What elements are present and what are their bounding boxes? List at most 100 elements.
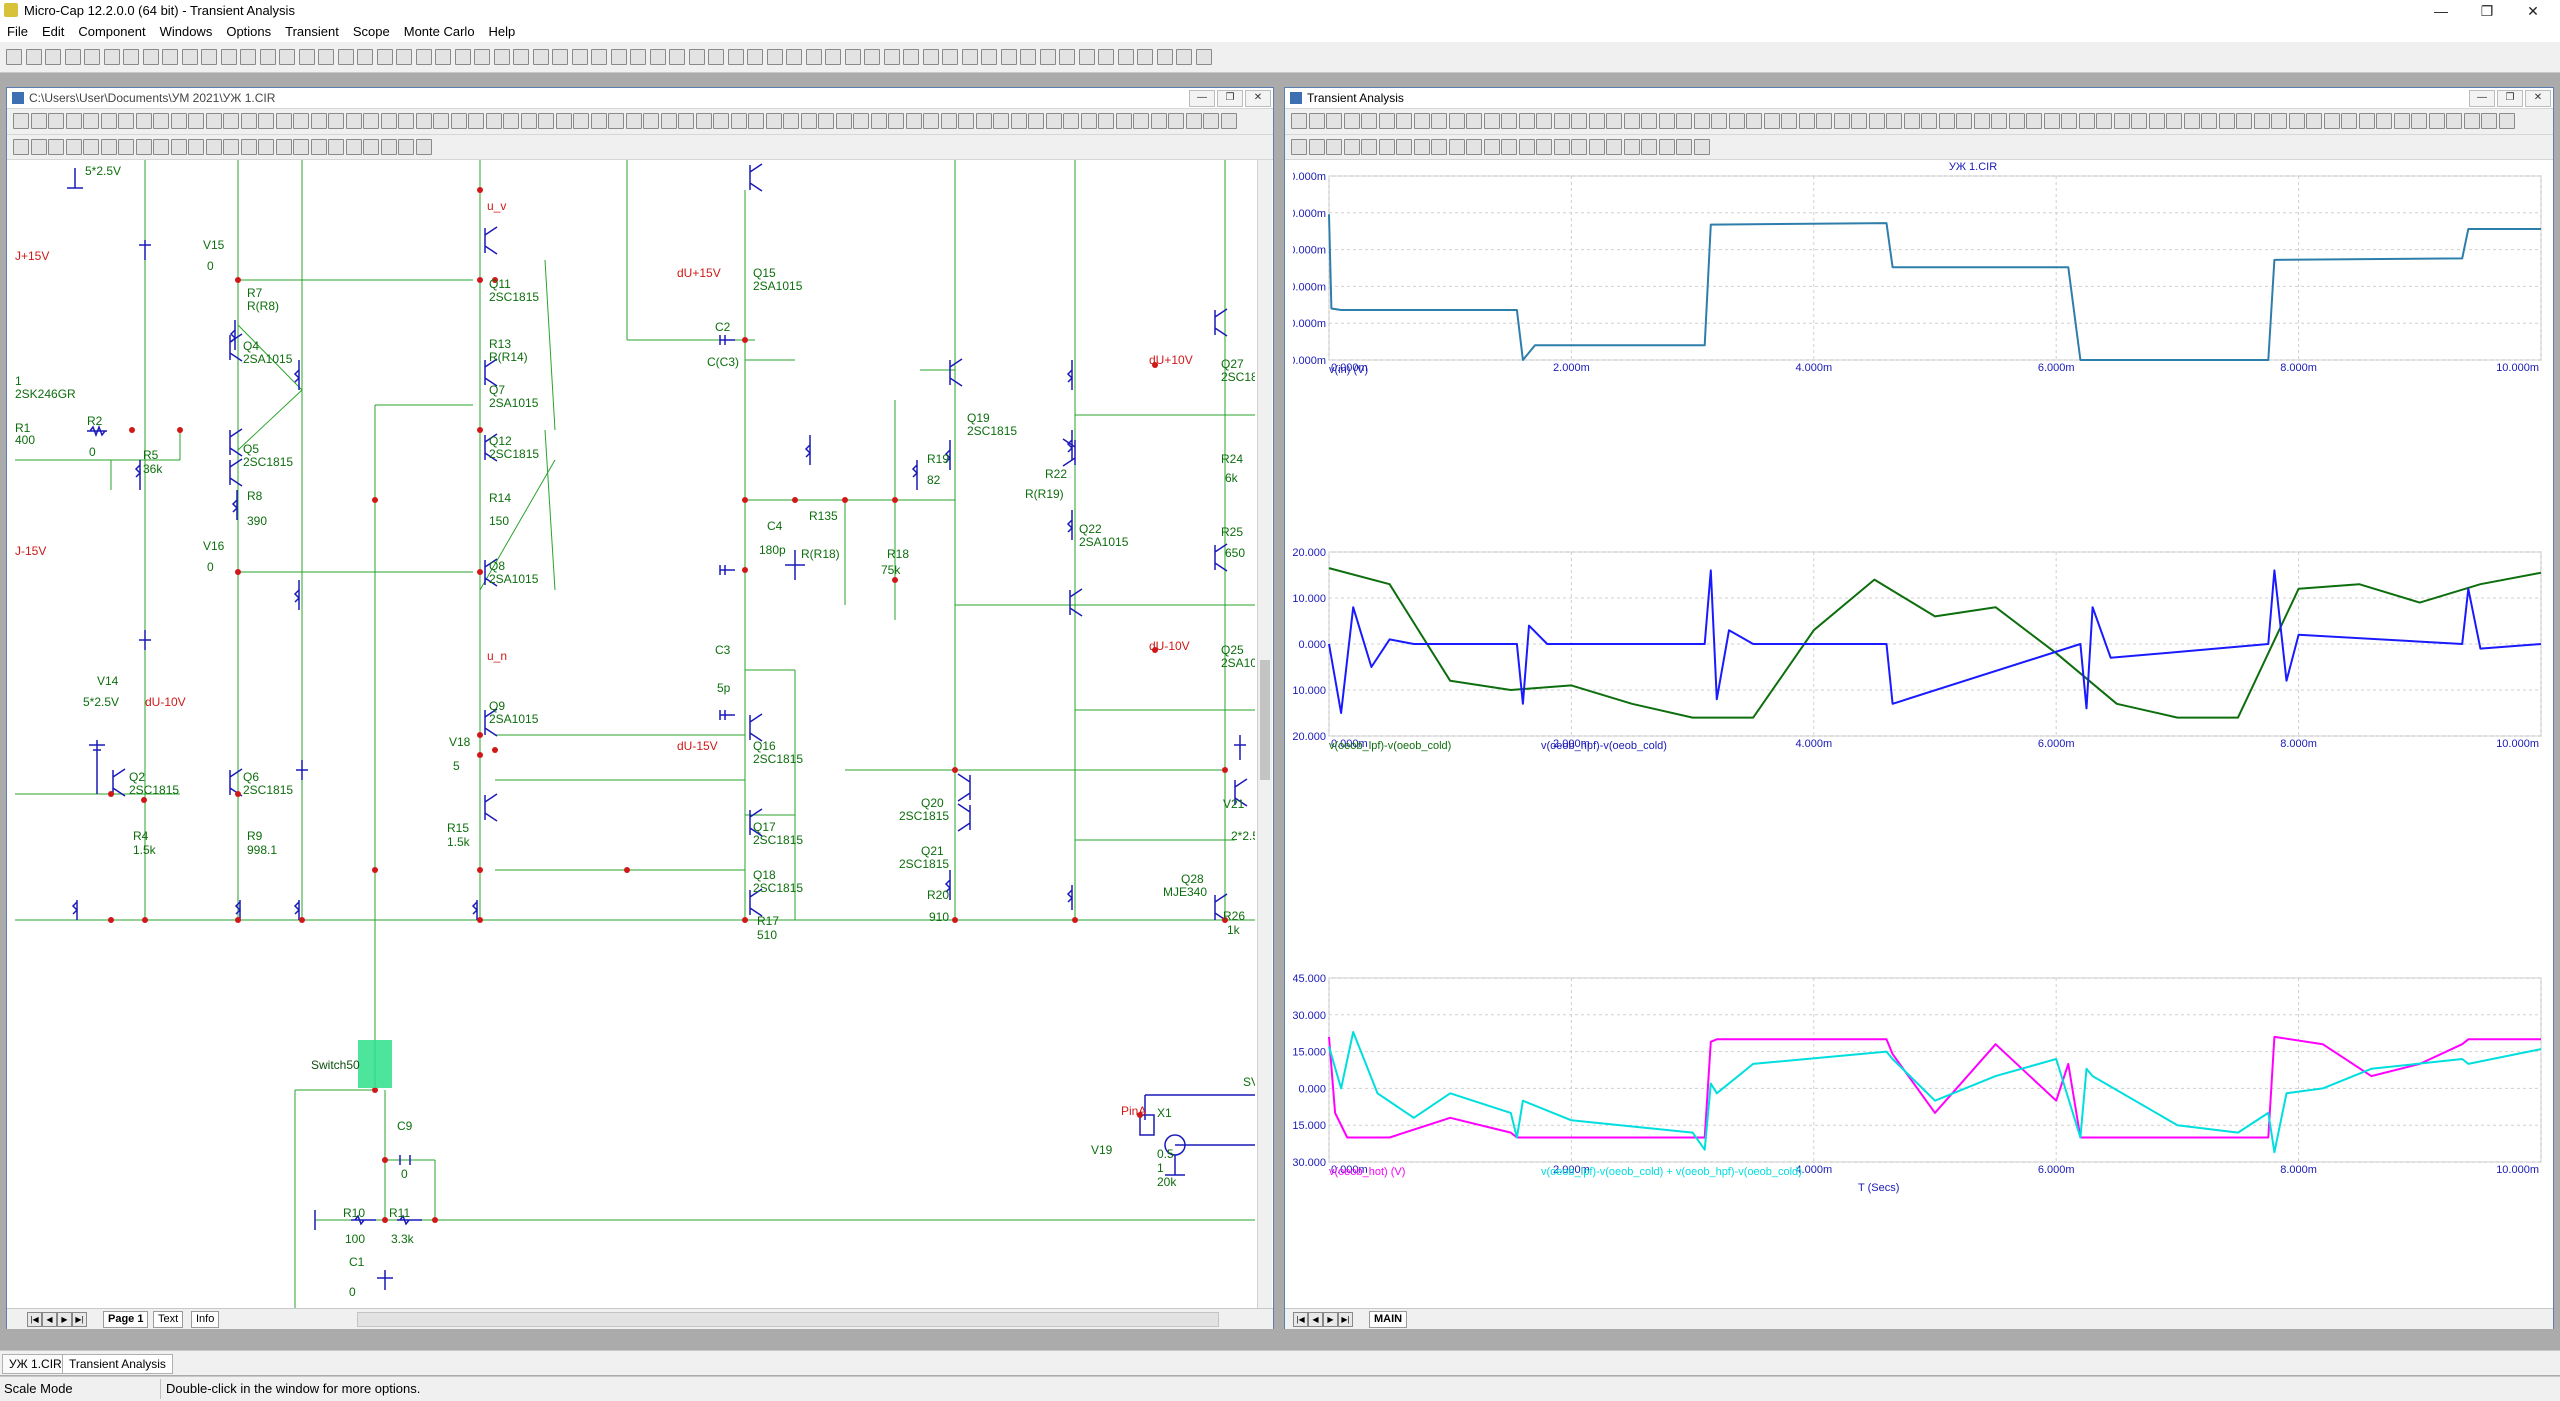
toolbar-button-icon[interactable]: [1000, 49, 1017, 65]
toolbar-button-icon[interactable]: [825, 49, 841, 65]
toolbar-button-icon[interactable]: [766, 49, 783, 65]
tab-info[interactable]: Info: [191, 1311, 220, 1328]
toolbar-button-icon[interactable]: [2026, 113, 2042, 129]
toolbar-button-icon[interactable]: [398, 139, 414, 155]
toolbar-button-icon[interactable]: [205, 113, 222, 129]
menu-edit[interactable]: Edit: [41, 24, 65, 39]
toolbar-button-icon[interactable]: [2498, 113, 2515, 129]
trace-line[interactable]: [1328, 1031, 2542, 1154]
toolbar-button-icon[interactable]: [328, 139, 344, 155]
toolbar-button-icon[interactable]: [1343, 139, 1360, 155]
toolbar-button-icon[interactable]: [513, 49, 529, 65]
toolbar-button-icon[interactable]: [643, 113, 659, 129]
toolbar-button-icon[interactable]: [1553, 139, 1570, 155]
toolbar-button-icon[interactable]: [940, 113, 957, 129]
toolbar-button-icon[interactable]: [293, 113, 309, 129]
toolbar-button-icon[interactable]: [818, 113, 834, 129]
toolbar-button-icon[interactable]: [1308, 113, 1325, 129]
toolbar-button-icon[interactable]: [1098, 49, 1114, 65]
plot-next-icon[interactable]: ▶: [1323, 1312, 1338, 1327]
toolbar-button-icon[interactable]: [493, 49, 510, 65]
next-page-icon[interactable]: ▶: [57, 1312, 72, 1327]
toolbar-button-icon[interactable]: [435, 49, 451, 65]
toolbar-button-icon[interactable]: [1676, 113, 1692, 129]
toolbar-button-icon[interactable]: [1606, 113, 1622, 129]
toolbar-button-icon[interactable]: [870, 113, 887, 129]
toolbar-button-icon[interactable]: [1343, 113, 1360, 129]
toolbar-button-icon[interactable]: [1536, 113, 1552, 129]
toolbar-button-icon[interactable]: [485, 113, 502, 129]
menu-scope[interactable]: Scope: [352, 24, 390, 39]
toolbar-button-icon[interactable]: [660, 113, 677, 129]
toolbar-button-icon[interactable]: [240, 113, 257, 129]
toolbar-button-icon[interactable]: [65, 139, 82, 155]
toolbar-button-icon[interactable]: [695, 113, 712, 129]
toolbar-button-icon[interactable]: [1378, 113, 1395, 129]
minimize-icon[interactable]: —: [2434, 3, 2448, 19]
toolbar-button-icon[interactable]: [590, 113, 607, 129]
toolbar-button-icon[interactable]: [2008, 113, 2025, 129]
toolbar-button-icon[interactable]: [1098, 113, 1114, 129]
toolbar-button-icon[interactable]: [1431, 113, 1447, 129]
toolbar-button-icon[interactable]: [48, 139, 64, 155]
toolbar-button-icon[interactable]: [201, 49, 217, 65]
toolbar-button-icon[interactable]: [1606, 139, 1622, 155]
toolbar-button-icon[interactable]: [1466, 113, 1482, 129]
toolbar-button-icon[interactable]: [520, 113, 537, 129]
toolbar-button-icon[interactable]: [1063, 113, 1079, 129]
toolbar-button-icon[interactable]: [337, 49, 354, 65]
toolbar-button-icon[interactable]: [1536, 139, 1552, 155]
toolbar-button-icon[interactable]: [1413, 113, 1430, 129]
toolbar-button-icon[interactable]: [275, 139, 292, 155]
toolbar-button-icon[interactable]: [2271, 113, 2287, 129]
toolbar-button-icon[interactable]: [1308, 139, 1325, 155]
toolbar-button-icon[interactable]: [2113, 113, 2130, 129]
toolbar-button-icon[interactable]: [258, 139, 274, 155]
plot2-legend-hpf[interactable]: v(oeob_hpf)-v(oeob_cold): [1541, 740, 1667, 752]
toolbar-button-icon[interactable]: [730, 113, 747, 129]
toolbar-button-icon[interactable]: [83, 139, 99, 155]
toolbar-button-icon[interactable]: [888, 113, 904, 129]
toolbar-button-icon[interactable]: [708, 49, 724, 65]
toolbar-button-icon[interactable]: [1176, 49, 1192, 65]
schematic-vertical-scrollbar[interactable]: [1257, 160, 1272, 1310]
tab-main[interactable]: MAIN: [1369, 1311, 1408, 1328]
toolbar-button-icon[interactable]: [2306, 113, 2322, 129]
toolbar-button-icon[interactable]: [1483, 139, 1500, 155]
toolbar-button-icon[interactable]: [1115, 113, 1132, 129]
toolbar-button-icon[interactable]: [748, 113, 764, 129]
toolbar-button-icon[interactable]: [981, 49, 997, 65]
toolbar-button-icon[interactable]: [65, 113, 82, 129]
toolbar-button-icon[interactable]: [2201, 113, 2217, 129]
toolbar-button-icon[interactable]: [100, 139, 117, 155]
schematic-close-icon[interactable]: ✕: [1245, 90, 1271, 107]
toolbar-button-icon[interactable]: [310, 113, 327, 129]
toolbar-button-icon[interactable]: [1220, 113, 1237, 129]
maximize-icon[interactable]: ❐: [2480, 3, 2494, 19]
toolbar-button-icon[interactable]: [2096, 113, 2112, 129]
plot-prev-icon[interactable]: ◀: [1308, 1312, 1323, 1327]
toolbar-button-icon[interactable]: [1623, 113, 1640, 129]
menu-file[interactable]: File: [7, 24, 28, 39]
toolbar-button-icon[interactable]: [2481, 113, 2497, 129]
toolbar-button-icon[interactable]: [1396, 113, 1412, 129]
toolbar-button-icon[interactable]: [844, 49, 861, 65]
toolbar-button-icon[interactable]: [1658, 139, 1675, 155]
toolbar-button-icon[interactable]: [883, 49, 900, 65]
toolbar-button-icon[interactable]: [503, 113, 519, 129]
toolbar-button-icon[interactable]: [1641, 113, 1657, 129]
toolbar-button-icon[interactable]: [30, 139, 47, 155]
doc-tab-transient[interactable]: Transient Analysis: [62, 1354, 173, 1374]
toolbar-button-icon[interactable]: [1448, 139, 1465, 155]
toolbar-button-icon[interactable]: [853, 113, 869, 129]
toolbar-button-icon[interactable]: [1693, 139, 1710, 155]
toolbar-button-icon[interactable]: [84, 49, 100, 65]
toolbar-button-icon[interactable]: [1921, 113, 1937, 129]
toolbar-button-icon[interactable]: [345, 113, 362, 129]
toolbar-button-icon[interactable]: [118, 139, 134, 155]
analysis-close-icon[interactable]: ✕: [2525, 90, 2551, 107]
toolbar-button-icon[interactable]: [1156, 49, 1173, 65]
toolbar-button-icon[interactable]: [170, 139, 187, 155]
plot2-legend-lpf[interactable]: v(oeob_lpf)-v(oeob_cold): [1329, 740, 1451, 752]
toolbar-button-icon[interactable]: [1413, 139, 1430, 155]
